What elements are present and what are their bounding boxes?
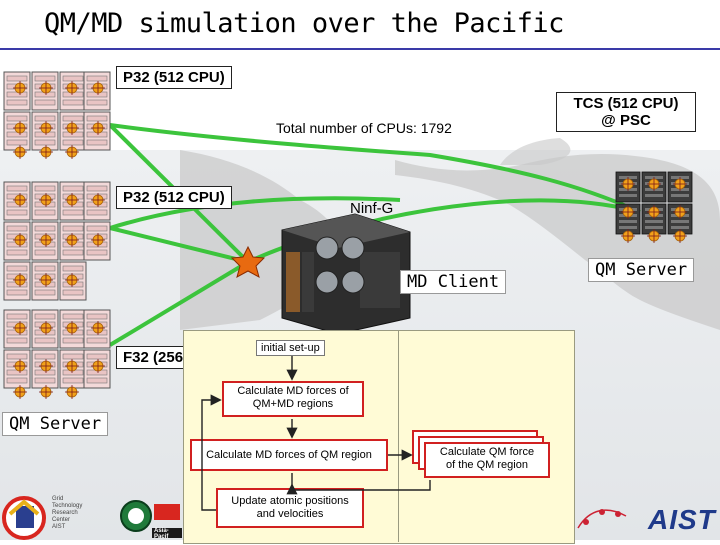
site-label-tcs: TCS (512 CPU) @ PSC	[556, 92, 696, 132]
aist-emblem	[577, 509, 627, 529]
page-title: QM/MD simulation over the Pacific	[44, 8, 564, 39]
gtrc-text-3: Research	[52, 510, 78, 516]
apgrid-text: Asia-Pacif	[154, 528, 169, 540]
ninfg-label: Ninf-G	[350, 200, 394, 217]
apgrid-logo: Asia-Pacif	[118, 496, 182, 540]
gtrc-text-4: Center	[52, 517, 71, 523]
total-cpus-label: Total number of CPUs: 1792	[276, 120, 452, 136]
gtrc-text-1: Grid	[52, 496, 64, 502]
gtrc-text-2: Technology	[52, 503, 83, 509]
gtrc-emblem	[2, 496, 46, 540]
md-client-label: MD Client	[400, 270, 507, 294]
flow-initial-setup: initial set-up	[256, 340, 325, 356]
flow-step4-line2: and velocities	[256, 508, 324, 520]
flow-step4-line1: Update atomic positions	[231, 495, 349, 507]
title-divider	[0, 48, 720, 50]
qm-server-right-label: QM Server	[588, 258, 695, 282]
link-p32top-tcs	[109, 123, 641, 214]
flow-step3-line1: Calculate QM force	[439, 446, 535, 458]
gtrc-text: Grid Technology Research Center AIST	[52, 496, 82, 531]
flow-step1-line2: QM+MD regions	[252, 398, 334, 410]
site-label-p32-top: P32 (512 CPU)	[116, 66, 232, 89]
flow-step3-line2: of the QM region	[446, 459, 528, 471]
gtrc-text-5: AIST	[52, 524, 66, 530]
aist-logo: AIST	[572, 498, 718, 540]
flow-step-md-forces-qm-md: Calculate MD forces of QM+MD regions	[222, 381, 364, 417]
tcs-line-1: TCS (512 CPU)	[573, 95, 679, 112]
aist-text: AIST	[648, 504, 716, 535]
alaska	[500, 138, 571, 165]
flow-step1-line1: Calculate MD forces of	[237, 385, 349, 397]
flow-step-qm-force: Calculate QM force of the QM region	[424, 442, 550, 478]
qm-server-left-label: QM Server	[2, 412, 109, 436]
flow-step-update-positions: Update atomic positions and velocities	[216, 488, 364, 528]
flow-divider	[398, 330, 399, 542]
site-label-p32-mid: P32 (512 CPU)	[116, 186, 232, 209]
link-f32-client	[108, 260, 250, 347]
client-star	[230, 245, 266, 279]
central-supercomputer	[281, 213, 411, 335]
gtrc-logo: Grid Technology Research Center AIST	[2, 494, 114, 540]
link-p32mid-ninfg	[109, 196, 401, 230]
link-p32mid-client	[109, 226, 249, 264]
tcs-line-2: @ PSC	[601, 112, 651, 129]
flow-step-md-forces-qm: Calculate MD forces of QM region	[190, 439, 388, 471]
apgrid-emblem	[120, 500, 182, 538]
